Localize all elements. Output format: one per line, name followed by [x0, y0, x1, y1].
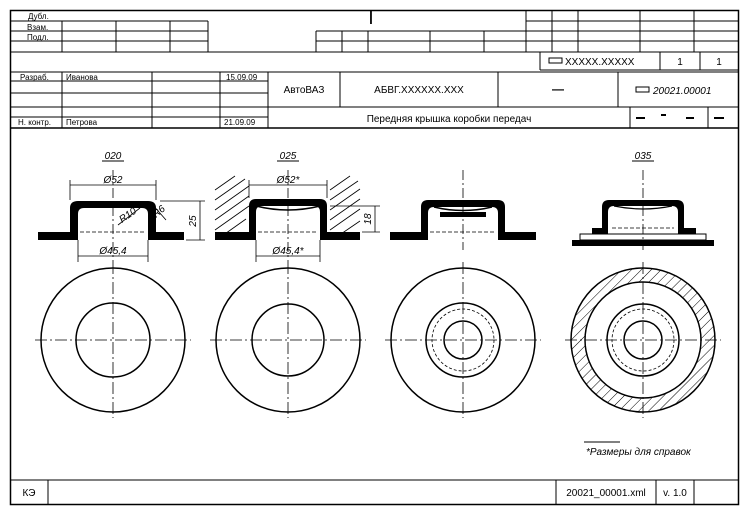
name-norm-control: Петрова	[66, 118, 98, 127]
dim-top-diam-020: Ø52	[103, 175, 123, 186]
name-developer: Иванова	[66, 73, 98, 82]
view-label-020: 020	[105, 151, 122, 162]
version: v. 1.0	[663, 488, 687, 499]
date-developer: 15.09.09	[226, 73, 258, 82]
section-view-3	[390, 170, 536, 250]
doc-code-box-icon	[548, 57, 563, 64]
date-norm-control: 21.09.09	[224, 118, 256, 127]
dim-height-020: 25	[188, 215, 199, 228]
drawing-title: Передняя крышка коробки передач	[367, 113, 532, 125]
section-view-035: 035	[572, 151, 714, 250]
role-norm-control: Н. контр.	[18, 118, 51, 127]
stamp-marker: |	[369, 8, 373, 24]
profile-3	[390, 200, 536, 240]
dim-height-025: 18	[363, 213, 374, 225]
role-developer: Разраб.	[20, 73, 49, 82]
part-number: 20021.00001	[652, 86, 711, 97]
plan-view-2	[210, 262, 366, 418]
sheet-number: 1	[677, 57, 683, 68]
sheet-count: 1	[716, 57, 722, 68]
company-name: АвтоВАЗ	[284, 85, 325, 96]
dim-top-diam-025: Ø52*	[276, 175, 301, 186]
view-label-025: 025	[280, 151, 297, 162]
sheet-dash-marks	[636, 114, 724, 119]
dim-bottom-diam-020: Ø45,4	[98, 246, 127, 257]
plan-view-1	[35, 262, 191, 418]
footnote: *Размеры для справок	[586, 447, 692, 458]
plan-view-4	[565, 262, 721, 418]
view-label-035: 035	[635, 151, 652, 162]
stamp-label-dubl: Дубл.	[28, 12, 49, 21]
sheet-border	[9, 9, 740, 506]
part-number-box-icon	[635, 86, 650, 93]
doc-code: XXXXX.XXXXX	[565, 57, 635, 68]
profile-025	[215, 199, 360, 240]
profile-035	[592, 200, 696, 234]
bottom-code: КЭ	[22, 488, 35, 499]
dim-radius-inner-020: R10	[117, 206, 139, 226]
designation: АБВГ.XXXXXX.XXX	[374, 85, 464, 96]
dim-bottom-diam-025: Ø45,4*	[271, 246, 304, 257]
stamp-label-vzam: Взам.	[27, 23, 48, 32]
plan-view-3	[385, 262, 541, 418]
section-view-025: 025 Ø52* Ø45,4* 18	[214, 151, 380, 262]
file-name: 20021_00001.xml	[566, 488, 646, 499]
designation-dash: —	[552, 82, 564, 96]
section-view-020: 020 Ø52 Ø45,4 R10 R6 25	[38, 151, 205, 262]
stamp-label-podl: Подл.	[27, 33, 49, 42]
profile-020	[38, 201, 184, 240]
